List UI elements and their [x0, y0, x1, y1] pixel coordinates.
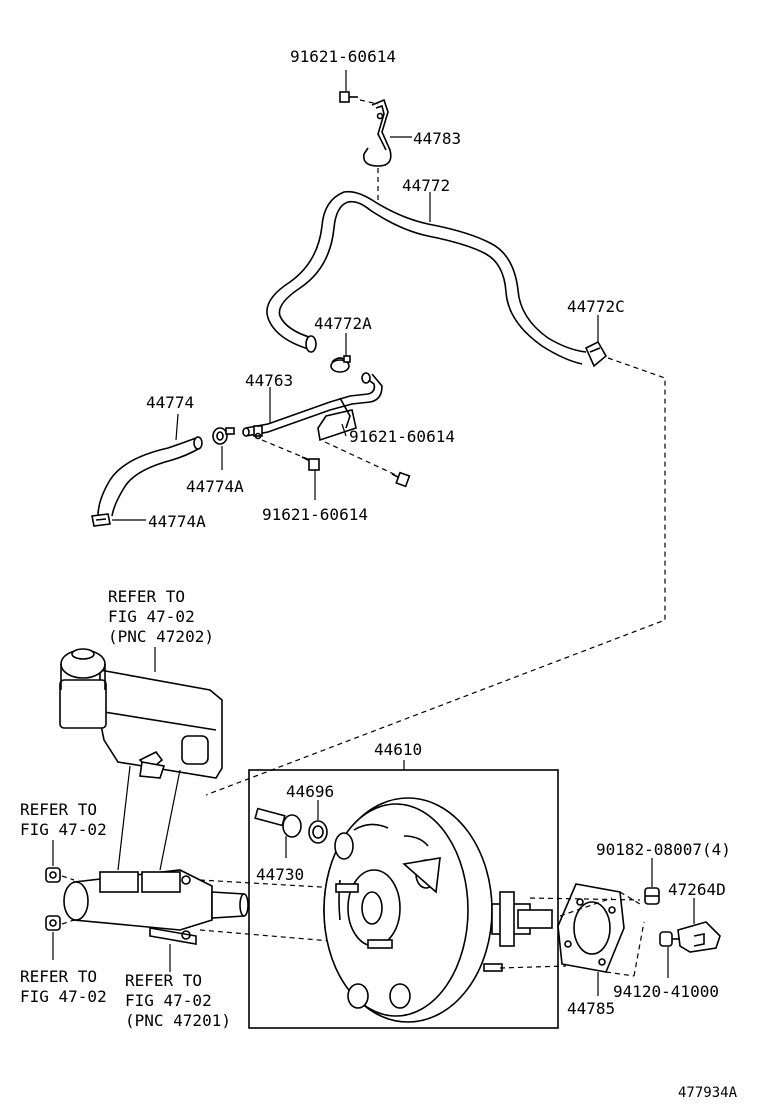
clamp-a-upper [212, 427, 235, 445]
label-nut: 90182-08007(4) [596, 840, 731, 859]
label-pipe: 44763 [245, 371, 293, 390]
nut-left-top [45, 867, 61, 883]
brake-booster [323, 797, 553, 1023]
gasket-44785 [557, 883, 625, 973]
nut-90182 [644, 887, 660, 905]
bracket-44783 [362, 98, 392, 167]
label-bracket: 44783 [413, 129, 461, 148]
dash-gasket-2 [619, 891, 641, 905]
label-clamp-a: 44774A [186, 477, 244, 496]
ref-master-line2: FIG 47-02 [125, 991, 212, 1010]
ref-left-bot-line1: REFER TO [20, 967, 97, 986]
bolt-mid [301, 456, 320, 471]
ref-left-top-line2: FIG 47-02 [20, 820, 107, 839]
label-check-valve: 44730 [256, 865, 304, 884]
label-bolt-mid-right: 91621-60614 [349, 427, 455, 446]
nut-left-bottom [45, 915, 61, 931]
label-clevis: 47264D [668, 880, 726, 899]
label-hose-lower: 44774 [146, 393, 194, 412]
master-cylinder [63, 869, 249, 945]
dash-nut-top [61, 875, 75, 881]
check-valve-44730 [254, 807, 302, 838]
leader-res-mc-1 [117, 765, 131, 871]
hose-44774 [97, 436, 203, 517]
reservoir [59, 648, 223, 779]
ref-reservoir-line2: FIG 47-02 [108, 607, 195, 626]
label-clip-c: 44772C [567, 297, 625, 316]
label-hose-main: 44772 [402, 176, 450, 195]
label-bolt-top: 91621-60614 [290, 47, 396, 66]
dash-stud-2 [499, 965, 567, 969]
label-pin: 94120-41000 [613, 982, 719, 1001]
bolt-mid-right [391, 471, 411, 488]
label-booster: 44610 [374, 740, 422, 759]
ref-master-line1: REFER TO [125, 971, 202, 990]
ref-left-bot-line2: FIG 47-02 [20, 987, 107, 1006]
dash-gasket-4 [633, 921, 645, 977]
ref-reservoir-line1: REFER TO [108, 587, 185, 606]
label-gasket: 44785 [567, 999, 615, 1018]
hose-44772 [266, 190, 587, 365]
dash-gasket-1 [559, 897, 613, 917]
pin-94120 [659, 931, 680, 947]
dash-nut-bottom [61, 919, 75, 925]
leader-hose-lower [175, 413, 179, 441]
leader-bolt-mid-right [341, 423, 347, 437]
clip-44772a [330, 355, 351, 373]
pipe-44763 [242, 372, 383, 442]
label-clip-a: 44772A [314, 314, 372, 333]
dash-clip-c-booster [205, 357, 666, 796]
grommet-44696 [308, 820, 328, 844]
figure-id: 477934A [678, 1085, 738, 1101]
clevis-47264d [677, 921, 721, 953]
label-clamp-b: 44774A [148, 512, 206, 531]
dash-stud-1 [529, 897, 641, 901]
label-bolt-mid: 91621-60614 [262, 505, 368, 524]
ref-left-top-line1: REFER TO [20, 800, 97, 819]
ref-master-line3: (PNC 47201) [125, 1011, 231, 1030]
ref-reservoir-line3: (PNC 47202) [108, 627, 214, 646]
dash-gasket-3 [605, 971, 635, 977]
bolt-top [339, 91, 379, 105]
dash-bolt-mid-right [324, 441, 399, 477]
clamp-a-lower [91, 513, 111, 527]
leader-res-mc-2 [159, 769, 181, 871]
clip-44772c [584, 340, 608, 368]
label-grommet: 44696 [286, 782, 334, 801]
